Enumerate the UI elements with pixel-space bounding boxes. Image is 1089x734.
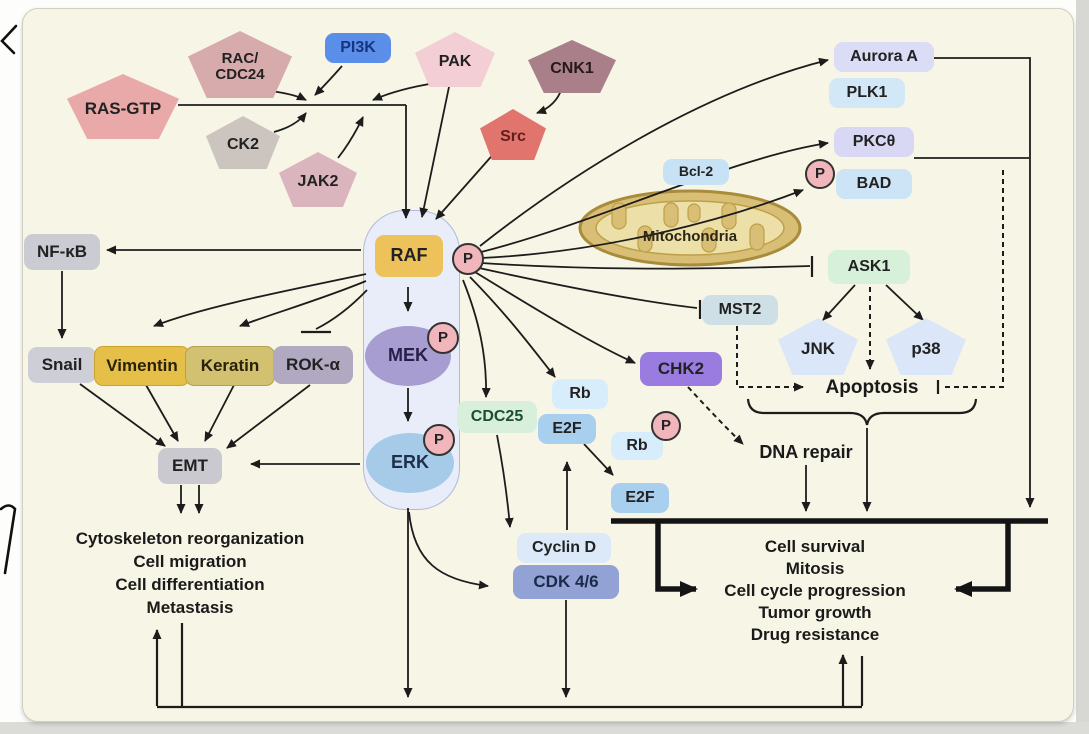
dna-repair-label: DNA repair [759,442,853,462]
node-nfkb: NF-κB [24,234,100,270]
node-keratin: Keratin [185,346,275,386]
node-cdk46: CDK 4/6 [513,565,619,599]
node-cdc25: CDC25 [457,401,537,433]
outcomes-left-block: Cytoskeleton reorganization Cell migrati… [45,527,335,619]
outcome-line: Drug resistance [750,625,880,644]
outcome-line: Metastasis [146,598,234,617]
node-emt: EMT [158,448,222,484]
node-snail: Snail [28,347,96,383]
node-bad: BAD [836,169,912,199]
node-ask1: ASK1 [828,250,910,284]
node-chk2: CHK2 [640,352,722,386]
node-cyclin-d: Cyclin D [517,533,611,563]
node-e2f-complex: E2F [538,414,596,444]
node-e2f-free: E2F [611,483,669,513]
node-bcl2: Bcl-2 [663,159,729,185]
outcomes-right-block: Cell survival Mitosis Cell cycle progres… [675,536,955,646]
outcome-line: Tumor growth [758,603,872,622]
node-mst2: MST2 [702,295,778,325]
outcome-line: Cell cycle progression [724,581,906,600]
outcome-line: Cytoskeleton reorganization [75,529,305,548]
page-gutter-right [1076,0,1089,734]
phospho-badge-raf: P [452,243,484,275]
node-rok-alpha: ROK-α [273,346,353,384]
page-gutter-bottom [0,722,1089,734]
node-rb-complex: Rb [552,379,608,409]
node-plk1: PLK1 [829,78,905,108]
outcome-line: Cell survival [764,537,866,556]
rac-cdc24-label: RAC/CDC24 [215,49,265,83]
node-raf: RAF [375,235,443,277]
node-aurora-a: Aurora A [834,42,934,72]
phospho-badge-mek: P [427,322,459,354]
phospho-badge-bad: P [805,159,835,189]
apoptosis-label: Apoptosis [825,377,919,398]
outcome-line: Cell differentiation [115,575,265,594]
phospho-badge-rb: P [651,411,681,441]
node-pi3k: PI3K [325,33,391,63]
phospho-badge-erk: P [423,424,455,456]
node-pkc-theta: PKCθ [834,127,914,157]
node-rb-phospho: Rb [611,432,663,460]
node-vimentin: Vimentin [94,346,190,386]
outcome-line: Cell migration [133,552,247,571]
mitochondria-label: Mitochondria [642,228,738,245]
outcome-line: Mitosis [785,559,845,578]
